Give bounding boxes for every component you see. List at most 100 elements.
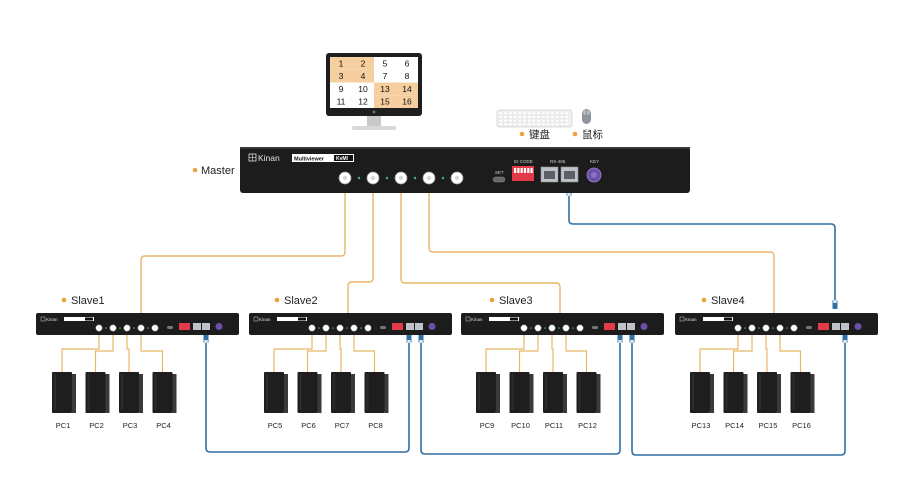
pc-label: PC2 xyxy=(89,421,104,430)
master-model-badge: KvMl xyxy=(336,156,349,162)
pc-cable xyxy=(699,332,739,372)
network-plug-icon xyxy=(832,300,838,309)
pc-label: PC3 xyxy=(123,421,138,430)
monitor-led xyxy=(372,110,376,114)
slave-label-dot xyxy=(701,297,707,303)
master-label-dot xyxy=(192,167,198,173)
pc-tower-icon xyxy=(723,372,748,413)
hdmi-cable-master-slave1 xyxy=(140,185,346,316)
slave-port xyxy=(548,324,556,332)
pc-tower-icon xyxy=(85,372,110,413)
pc-cable xyxy=(732,332,753,372)
slave-port xyxy=(151,324,159,332)
pc-label: PC1 xyxy=(56,421,71,430)
slave-label: Slave2 xyxy=(284,295,318,307)
slave-rs485-port-2 xyxy=(202,323,210,330)
slave-brand: Kinan xyxy=(259,317,271,322)
monitor-cell-highlight xyxy=(352,69,374,83)
mouse-icon xyxy=(582,109,591,124)
kinan-logo xyxy=(253,316,259,322)
pc-tower-icon xyxy=(790,372,815,413)
pc-tower-icon xyxy=(152,372,177,413)
hdmi-cable-master-slave3 xyxy=(400,185,561,316)
slave-port xyxy=(336,324,344,332)
master-model: Multiviewer xyxy=(294,157,325,163)
hdmi-cables xyxy=(140,185,775,316)
monitor-neck xyxy=(367,116,381,127)
monitor-cell: 5 xyxy=(383,58,388,68)
pc-cable xyxy=(779,332,802,372)
pc-label: PC15 xyxy=(759,421,778,430)
monitor-cell: 7 xyxy=(383,71,388,81)
kinan-logo xyxy=(40,316,46,322)
network-cable-slave1-slave2 xyxy=(205,343,410,453)
slave-id-code-switch xyxy=(604,323,615,330)
master-set-label: SET xyxy=(495,170,504,175)
slave-port xyxy=(734,324,742,332)
network-cable-slave2-slave3 xyxy=(420,343,621,455)
pc-label: PC7 xyxy=(335,421,350,430)
slave-port xyxy=(308,324,316,332)
monitor-cell: 15 xyxy=(380,97,390,107)
slave-label: Slave4 xyxy=(711,295,745,307)
monitor-cell-highlight xyxy=(374,95,396,108)
slave-port xyxy=(748,324,756,332)
slave-port xyxy=(322,324,330,332)
slave-brand: Kinan xyxy=(471,317,483,322)
network-cables xyxy=(205,196,846,456)
monitor-cell-highlight xyxy=(396,82,418,96)
monitor-cell: 3 xyxy=(339,71,344,81)
slave-brand: Kinan xyxy=(685,317,697,322)
monitor-cell: 4 xyxy=(361,71,366,81)
slave-model-plate xyxy=(277,317,307,321)
pc-label: PC5 xyxy=(268,421,283,430)
pc-tower-icon xyxy=(264,372,288,413)
pc-cable xyxy=(273,332,313,372)
network-plug-icon xyxy=(629,334,635,343)
slave-rs485-port-2 xyxy=(627,323,635,330)
slave-port xyxy=(776,324,784,332)
pc-tower-icon xyxy=(509,372,534,413)
pc-cable xyxy=(140,332,164,372)
monitor-cell-highlight xyxy=(330,57,352,70)
slave-port xyxy=(762,324,770,332)
pc-cable xyxy=(765,332,768,372)
monitor-stand xyxy=(352,126,396,130)
pc-cable xyxy=(565,332,588,372)
network-plug-icon xyxy=(617,334,623,343)
keyboard-icon xyxy=(496,109,573,128)
slave-rs485-port-2 xyxy=(415,323,423,330)
slave-rs485-port-1 xyxy=(193,323,201,330)
slave-port xyxy=(534,324,542,332)
slave-model-plate xyxy=(489,317,519,321)
pc-label: PC16 xyxy=(792,421,811,430)
slave-rs485-port-1 xyxy=(832,323,840,330)
master-set-button xyxy=(492,176,506,183)
mouse-label: 鼠标 xyxy=(582,128,603,141)
master-id-code-label: ID CODE xyxy=(514,159,533,164)
pc-cable xyxy=(353,332,376,372)
monitor-cell: 8 xyxy=(405,71,410,81)
network-plug-icon xyxy=(842,334,848,343)
pc-label: PC11 xyxy=(545,421,563,430)
master-kvm-unit: Master Kinan Multiviewer KvMl SET ID COD… xyxy=(192,147,690,193)
monitor-cell: 11 xyxy=(337,97,346,107)
slave-key-button xyxy=(428,323,436,330)
slave-id-code-switch xyxy=(818,323,829,330)
master-label: Master xyxy=(201,165,235,177)
kinan-logo xyxy=(465,316,471,322)
slave-port xyxy=(520,324,528,332)
slave-port xyxy=(562,324,570,332)
slave-label-dot xyxy=(489,297,495,303)
keyboard-label: 键盘 xyxy=(529,128,550,141)
monitor-cell: 6 xyxy=(405,58,410,68)
pc-label: PC6 xyxy=(301,421,316,430)
pc-tower-icon xyxy=(119,372,143,413)
pc-tower-icon xyxy=(364,372,389,413)
pc-label: PC12 xyxy=(578,421,597,430)
